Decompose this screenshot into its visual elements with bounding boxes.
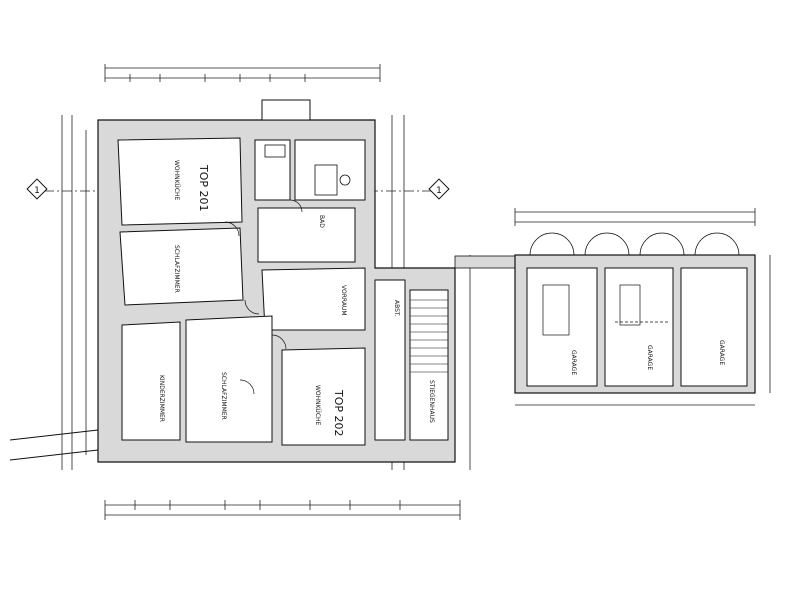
room-label-wohnkueche-2: WOHNKÜCHE (314, 385, 321, 426)
room-label-vorraum: VORRAUM (340, 285, 347, 316)
left-dimension-lines (61, 115, 87, 470)
axis-marker-left: 1 (26, 178, 48, 200)
garage-label-2: GARAGE (646, 345, 653, 370)
passage-to-garages (454, 255, 516, 269)
bathroom-fixtures (264, 144, 351, 196)
garage-labels: GARAGE GARAGE GARAGE (570, 340, 725, 375)
svg-text:1: 1 (436, 186, 442, 196)
top-dimension-line (104, 64, 381, 82)
room-kammer (261, 267, 366, 331)
room-label-stiegenhaus: STIEGENHAUS (428, 380, 435, 423)
garage-annex (514, 254, 756, 394)
room-labels: TOP 201 WOHNKÜCHE SCHLAFZIMMER KINDERZIM… (158, 160, 435, 437)
room-stiegenhaus (374, 279, 406, 441)
room-label-kinderzimmer: KINDERZIMMER (158, 375, 165, 422)
garage-door-arcs (529, 232, 740, 256)
garage-dimension-lines (514, 208, 771, 406)
axis-marker-right: 1 (428, 178, 450, 200)
unit-title-top201: TOP 201 (197, 164, 210, 212)
room-label-wohnkueche: WOHNKÜCHE (173, 160, 180, 201)
room-kinderzimmer (121, 321, 181, 441)
bottom-dimension-line (104, 500, 461, 520)
room-abst-2 (409, 289, 449, 441)
room-label-abst: ABST. (393, 300, 400, 317)
svg-text:1: 1 (34, 186, 40, 196)
unit-title-top202: TOP 202 (332, 389, 345, 437)
room-label-bad: BAD (318, 215, 325, 228)
room-label-schlafzimmer-1: SCHLAFZIMMER (173, 245, 180, 293)
garage-3 (680, 267, 748, 387)
stair-treads (410, 299, 448, 373)
room-wohnkueche-top202 (281, 347, 366, 446)
garage-label-3: GARAGE (718, 340, 725, 365)
rooms (117, 137, 449, 446)
room-wohnkueche-top201 (117, 137, 243, 226)
door-swings (224, 199, 303, 395)
room-schlafzimmer-2 (185, 315, 273, 443)
room-label-schlafzimmer-2: SCHLAFZIMMER (220, 372, 227, 420)
room-abst (257, 207, 356, 263)
garage-label-1: GARAGE (570, 350, 577, 375)
entry-path (9, 429, 99, 461)
room-schlafzimmer-1 (119, 227, 244, 306)
